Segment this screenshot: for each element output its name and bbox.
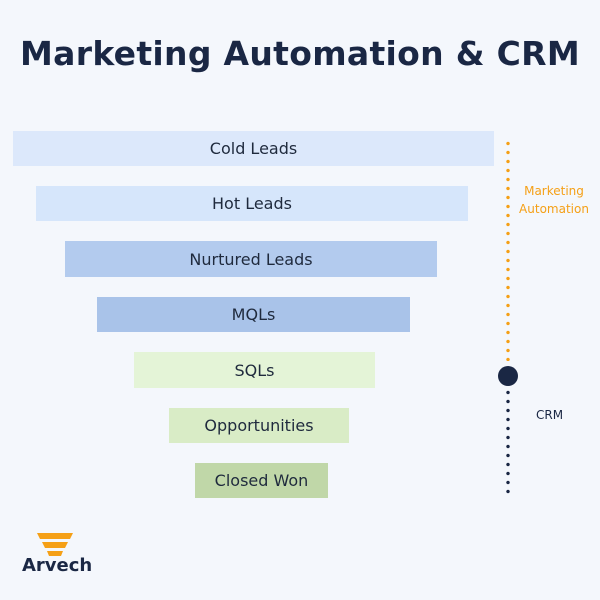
marketing-automation-label: Marketing Automation: [519, 184, 589, 216]
stage-label: Cold Leads: [209, 139, 298, 158]
stage-label: Closed Won: [214, 471, 309, 490]
funnel-stage-mqls: MQLs: [97, 297, 410, 332]
stage-label: MQLs: [231, 305, 276, 324]
funnel-stage-hot-leads: Hot Leads: [36, 186, 468, 221]
funnel-stage-opportunities: Opportunities: [169, 408, 349, 443]
funnel-stage-cold-leads: Cold Leads: [13, 131, 494, 166]
stage-label: Nurtured Leads: [189, 249, 313, 269]
phase-transition-dot: [498, 366, 518, 386]
funnel-stage-closed-won: Closed Won: [195, 463, 328, 498]
brand-logo-text: Arvech: [22, 555, 93, 576]
page-title: Marketing Automation & CRM: [20, 34, 580, 73]
funnel-stage-nurtured-leads: Nurtured Leads: [65, 241, 437, 277]
stage-label: Opportunities: [204, 416, 314, 435]
crm-dotted-line: [506, 388, 510, 496]
stage-label: Hot Leads: [212, 194, 292, 213]
arvech-logo-icon: [37, 533, 73, 556]
funnel-stage-sqls: SQLs: [134, 352, 375, 388]
stage-label: SQLs: [234, 360, 275, 380]
marketing-automation-dotted-line: [506, 139, 510, 361]
crm-label: CRM: [536, 408, 564, 422]
